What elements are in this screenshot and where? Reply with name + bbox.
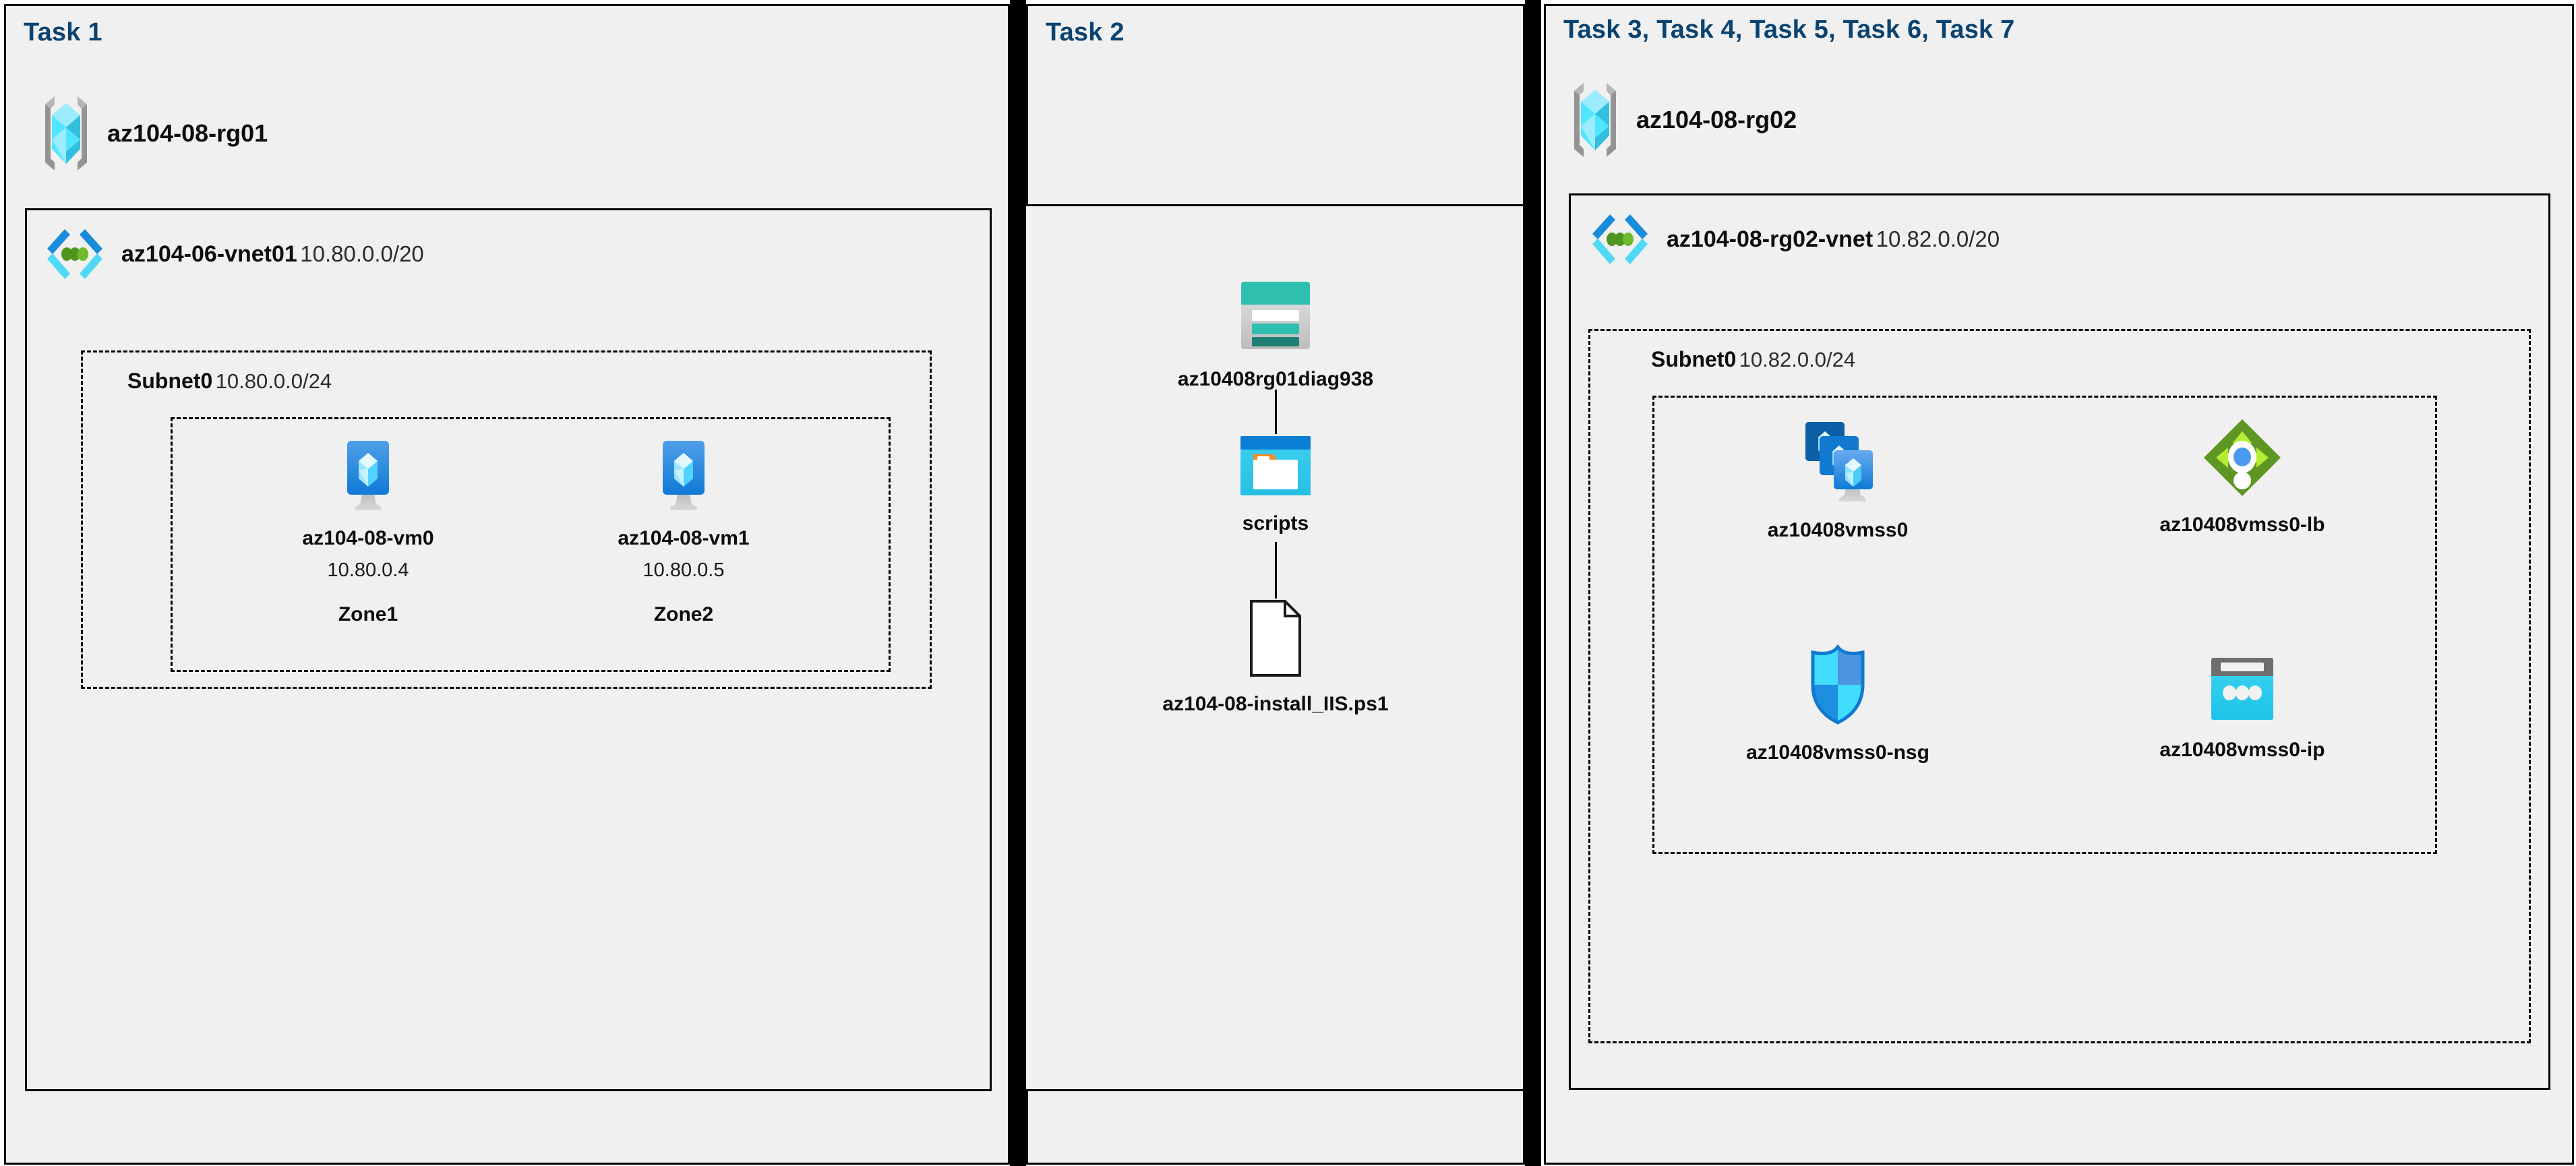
virtual-network-icon — [42, 226, 108, 282]
node-vm-0[interactable]: az104-08-vm0 10.80.0.4 Zone1 — [260, 439, 476, 626]
vnet-box-task-3-7: az104-08-rg02-vnet 10.82.0.0/20 Subnet0 … — [1569, 193, 2550, 1090]
panel-task-1: Task 1 — [4, 4, 1010, 1165]
vnet-label-group-task-3-7: az104-08-rg02-vnet 10.82.0.0/20 — [1667, 226, 2000, 253]
node-label-storage-account: az10408rg01diag938 — [1177, 368, 1374, 390]
panel-title-task-1: Task 1 — [24, 18, 102, 47]
node-blob-container[interactable]: scripts — [1164, 434, 1387, 535]
vnet-box-task-1: az104-06-vnet01 10.80.0.0/20 Subnet0 10.… — [25, 208, 992, 1091]
node-ip-vm-1: 10.80.0.5 — [642, 559, 725, 581]
storage-account-icon — [1237, 278, 1314, 353]
resource-group-label-task-3-7: az104-08-rg02 — [1636, 106, 1797, 133]
connector-storage-to-scripts — [1275, 390, 1277, 434]
panel-title-task-2: Task 2 — [1046, 18, 1125, 47]
vnet-header-task-3-7: az104-08-rg02-vnet 10.82.0.0/20 — [1587, 212, 2000, 267]
network-security-group-icon — [1803, 643, 1872, 727]
resource-group-task-3-7: az104-08-rg02 — [1569, 79, 1797, 161]
node-label-network-security-group: az10408vmss0-nsg — [1746, 741, 1929, 764]
column-divider-1 — [1010, 0, 1026, 1166]
blob-container-icon — [1238, 434, 1313, 497]
subnet-name-task-1: Subnet0 — [127, 369, 213, 393]
node-vm-scale-set[interactable]: az10408vmss0 — [1696, 415, 1979, 542]
node-zone-vm-0: Zone1 — [338, 603, 398, 625]
node-zone-vm-1: Zone2 — [653, 603, 714, 625]
virtual-machine-icon — [650, 439, 717, 512]
vnet-label-group-task-1: az104-06-vnet01 10.80.0.0/20 — [121, 241, 424, 268]
storage-container-box-task-2: az10408rg01diag938 — [1026, 204, 1525, 1091]
resource-group-label-task-1: az104-08-rg01 — [107, 119, 268, 147]
node-storage-account[interactable]: az10408rg01diag938 — [1145, 278, 1406, 391]
file-document-icon — [1243, 599, 1308, 678]
subnet-box-task-3-7: Subnet0 10.82.0.0/24 — [1588, 329, 2531, 1043]
vnet-cidr-task-3-7: 10.82.0.0/20 — [1876, 226, 2000, 251]
node-label-public-ip: az10408vmss0-ip — [2159, 739, 2325, 761]
node-label-blob-container: scripts — [1242, 512, 1309, 534]
panel-task-2: Task 2 — [1026, 4, 1525, 1165]
vm-scale-set-icon — [1793, 415, 1882, 504]
node-vm-1[interactable]: az104-08-vm1 10.80.0.5 Zone2 — [576, 439, 791, 626]
subnet-box-task-1: Subnet0 10.80.0.0/24 — [81, 350, 932, 689]
vnet-name-task-1: az104-06-vnet01 — [121, 241, 297, 267]
node-label-script-file: az104-08-install_IIS.ps1 — [1162, 693, 1389, 715]
subnet-header-task-1: Subnet0 10.80.0.0/24 — [127, 369, 332, 394]
node-label-vm-1: az104-08-vm1 — [618, 527, 750, 549]
node-label-load-balancer: az10408vmss0-lb — [2159, 514, 2325, 536]
subnet-name-task-3-7: Subnet0 — [1651, 347, 1737, 371]
node-script-file[interactable]: az104-08-install_IIS.ps1 — [1112, 599, 1439, 716]
resource-group-icon — [1569, 79, 1621, 161]
node-label-vm-scale-set: az10408vmss0 — [1767, 519, 1909, 541]
virtual-network-icon — [1587, 212, 1653, 267]
panel-task-3-7: Task 3, Task 4, Task 5, Task 6, Task 7 — [1544, 4, 2574, 1165]
resource-group-icon — [40, 92, 92, 175]
connector-scripts-to-file — [1275, 542, 1277, 599]
subnet-cidr-task-3-7: 10.82.0.0/24 — [1739, 348, 1856, 371]
load-balancer-icon — [2201, 417, 2283, 499]
panel-title-task-3-7: Task 3, Task 4, Task 5, Task 6, Task 7 — [1563, 16, 2015, 44]
node-load-balancer[interactable]: az10408vmss0-lb — [2101, 417, 2384, 536]
column-divider-2 — [1525, 0, 1541, 1166]
resources-box-task-3-7: az10408vmss0 — [1652, 396, 2437, 854]
vnet-cidr-task-1: 10.80.0.0/20 — [300, 241, 424, 266]
node-network-security-group[interactable]: az10408vmss0-nsg — [1696, 643, 1979, 764]
node-ip-vm-0: 10.80.0.4 — [327, 559, 409, 581]
node-public-ip[interactable]: az10408vmss0-ip — [2101, 654, 2384, 762]
vnet-name-task-3-7: az104-08-rg02-vnet — [1667, 226, 1874, 252]
subnet-header-task-3-7: Subnet0 10.82.0.0/24 — [1651, 347, 1855, 372]
availability-zone-box-task-1: az104-08-vm0 10.80.0.4 Zone1 — [171, 417, 891, 672]
node-label-vm-0: az104-08-vm0 — [302, 527, 434, 549]
virtual-machine-icon — [334, 439, 402, 512]
resource-group-task-1: az104-08-rg01 — [40, 92, 268, 175]
public-ip-address-icon — [2206, 654, 2279, 724]
vnet-header-task-1: az104-06-vnet01 10.80.0.0/20 — [42, 226, 424, 282]
subnet-cidr-task-1: 10.80.0.0/24 — [215, 369, 332, 393]
